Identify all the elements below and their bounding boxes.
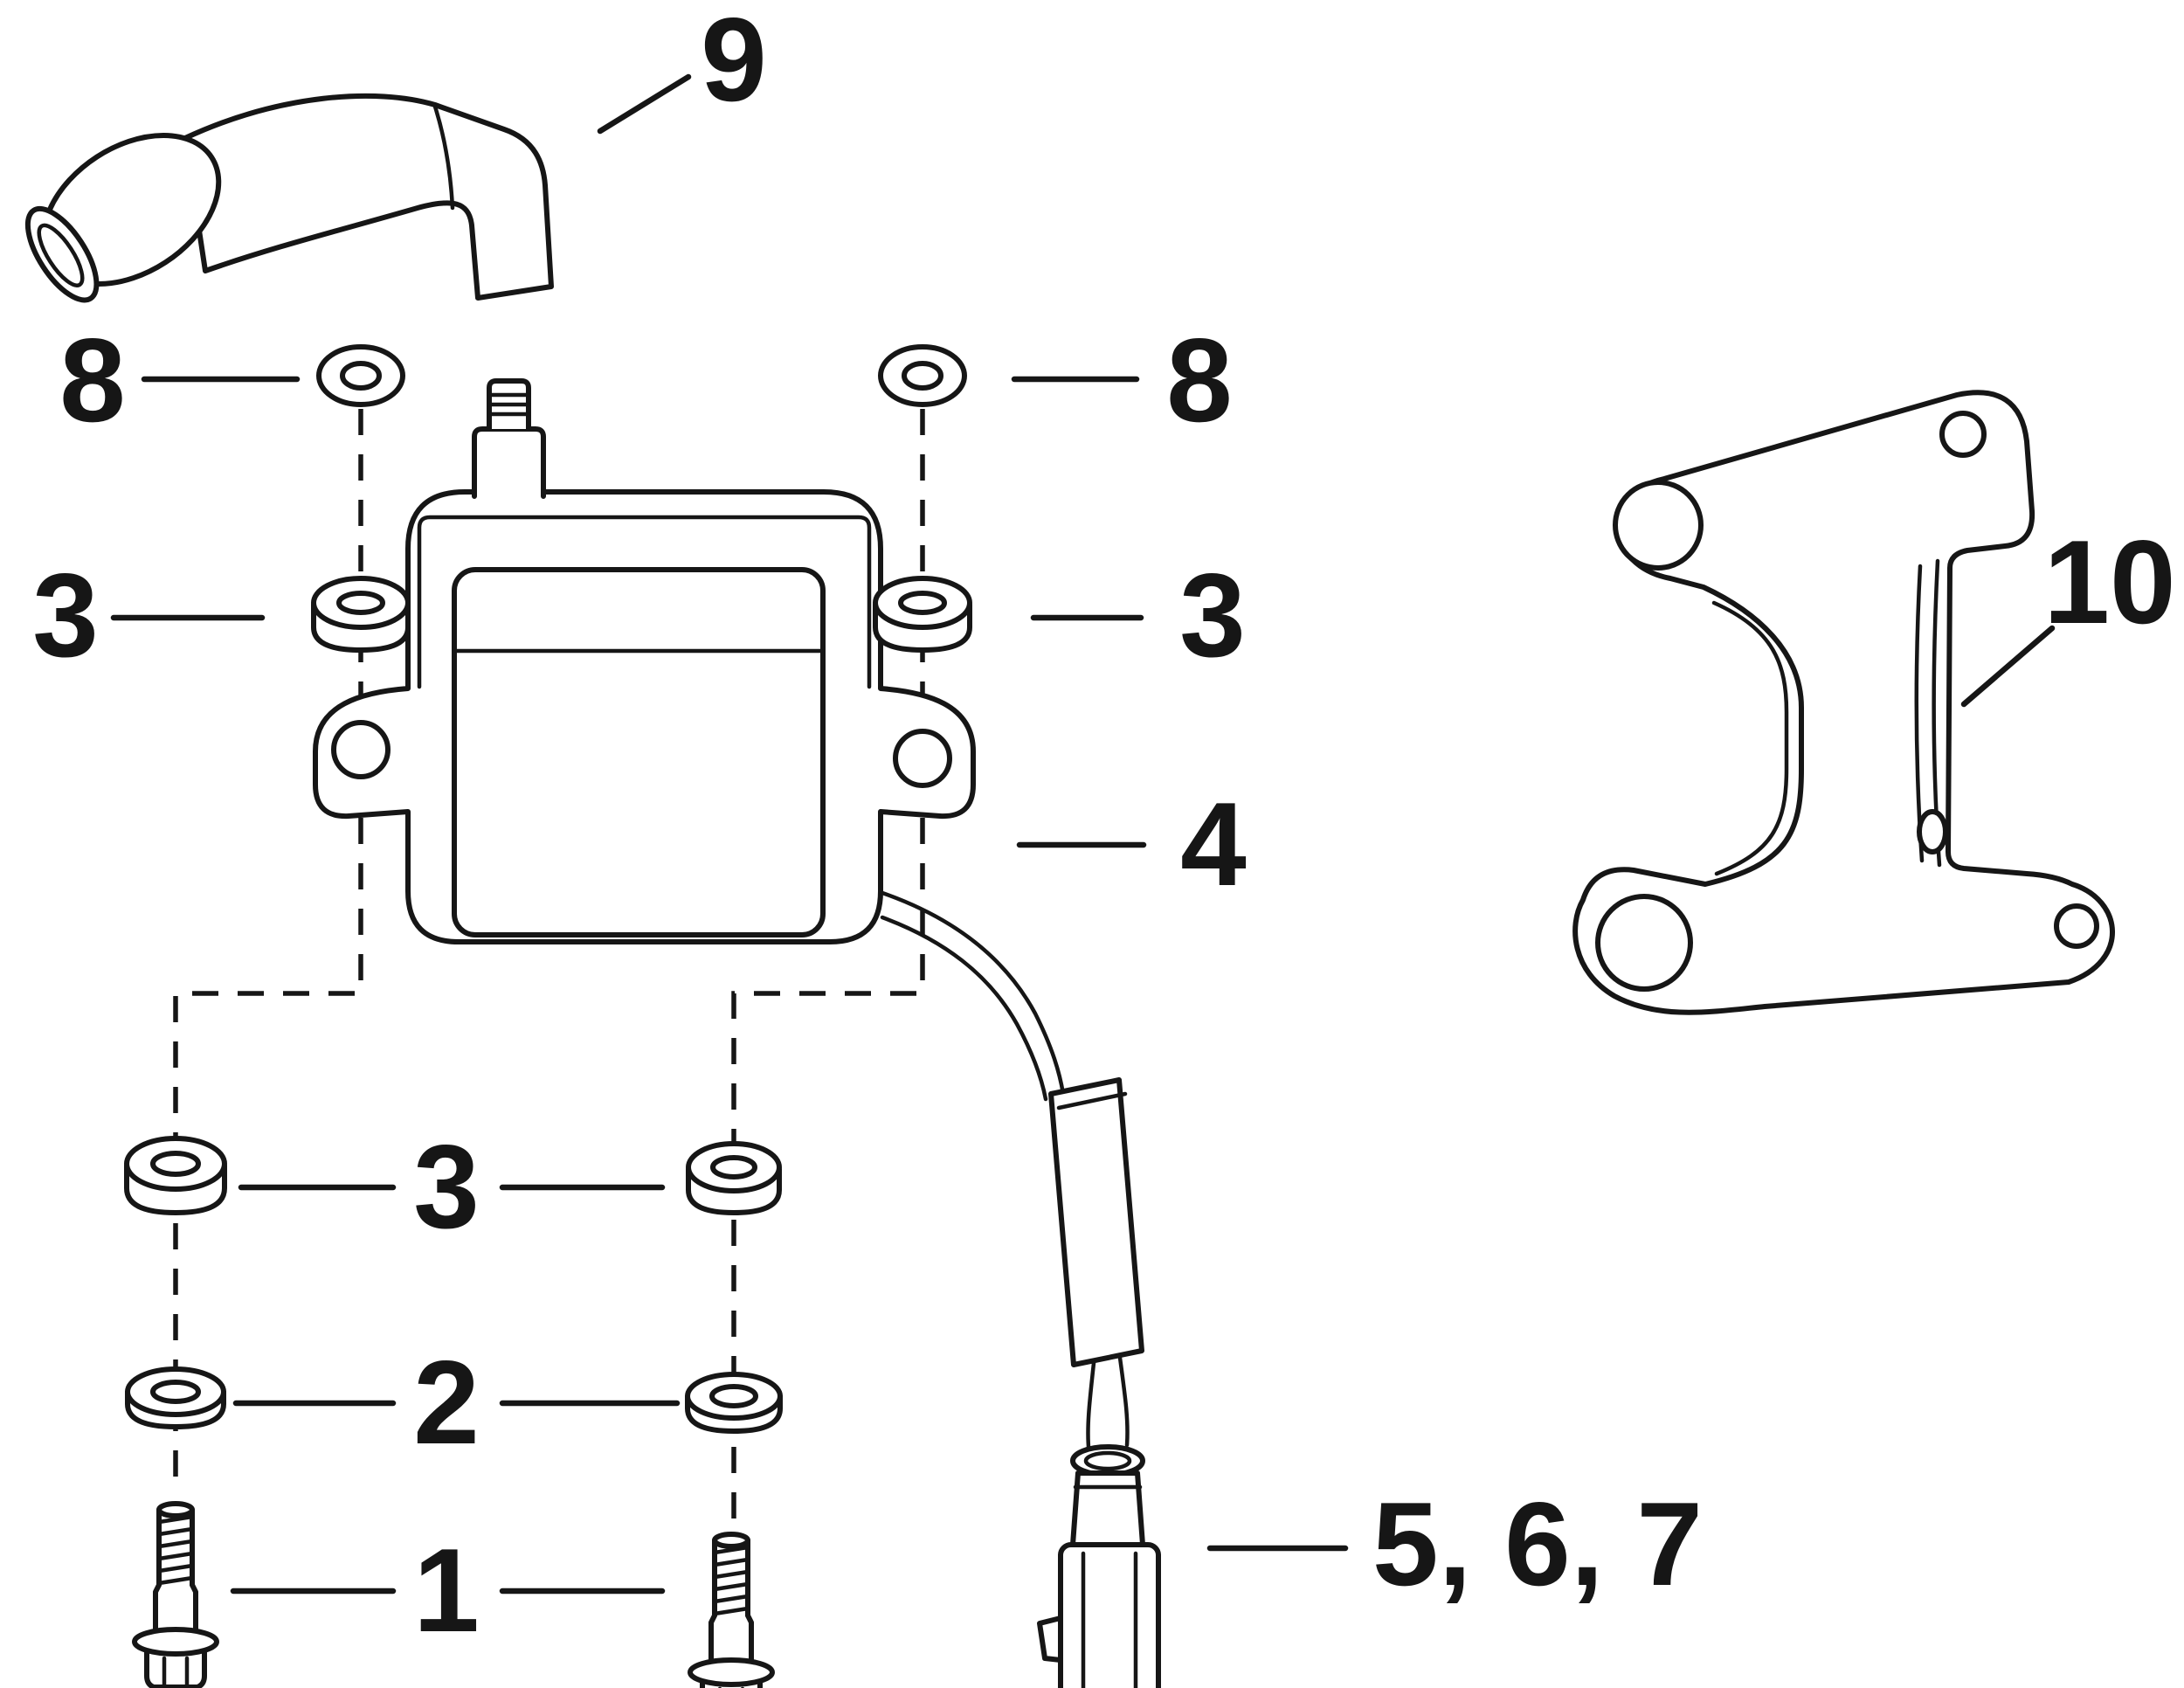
coil-mount-hole-right [893, 729, 952, 788]
callout-labels: 9 8 8 3 3 4 10 3 2 1 5, 6, 7 [32, 0, 2175, 1657]
grommet-3-lower-right [686, 1141, 782, 1215]
grommet-3-upper-right [873, 576, 972, 653]
callout-3-upper-left-label: 3 [32, 549, 99, 681]
callout-3-lower-label: 3 [413, 1120, 480, 1253]
coil-mount-hole-left [331, 720, 390, 779]
grommet-3-upper-left [311, 576, 411, 653]
bracket-hole-top-right [1939, 411, 1987, 458]
washer-2-left [125, 1366, 226, 1429]
callout-3-upper-right-label: 3 [1179, 549, 1246, 681]
bolt-1-right [688, 1532, 775, 1688]
grommet-3-lower-left [124, 1136, 227, 1215]
coil-terminal-stud [472, 378, 546, 499]
callout-10-label: 10 [2043, 515, 2175, 648]
coil-wire [880, 890, 1144, 1449]
wire-sleeve [1048, 1077, 1144, 1367]
callout-4-label: 4 [1180, 778, 1247, 910]
bracket-slot-hole [1917, 809, 1948, 854]
wire-connector [1037, 1444, 1161, 1688]
callout-2-label: 2 [413, 1336, 480, 1469]
callout-1-label: 1 [413, 1524, 480, 1657]
bracket-hole-bottom-right [2054, 903, 2099, 949]
washer-2-right [685, 1372, 783, 1434]
callout-9-label: 9 [701, 0, 767, 126]
mounting-bracket [1572, 390, 2115, 1015]
connector-latch-tab [1037, 1615, 1063, 1663]
callout-5-6-7-label: 5, 6, 7 [1372, 1477, 1703, 1610]
callout-8-left-label: 8 [59, 314, 126, 446]
bracket-hole-top-left [1613, 480, 1704, 571]
spark-plug-boot [24, 93, 554, 303]
callout-8-right-label: 8 [1166, 314, 1233, 446]
bracket-hole-bottom-left [1595, 894, 1693, 992]
ignition-coil [313, 378, 976, 944]
bolt-1-left [132, 1501, 219, 1688]
washer-8-right [878, 344, 967, 407]
washer-8-left [316, 344, 405, 407]
leader-lines [110, 73, 2056, 1595]
